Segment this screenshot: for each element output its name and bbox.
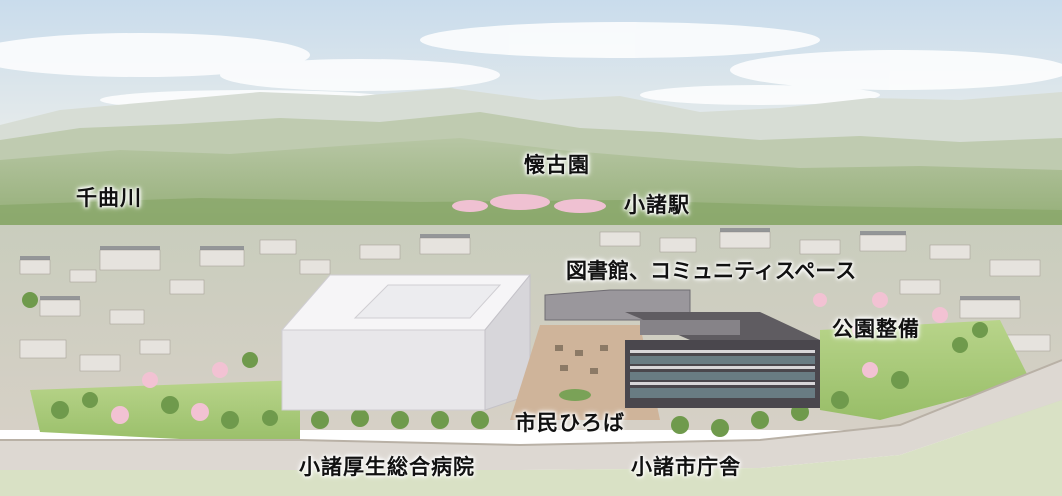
cherry-trees [111, 292, 948, 424]
label-city-hall: 小諸市庁舎 [631, 455, 741, 479]
city-hall-building [625, 312, 820, 408]
lawn-left [30, 380, 300, 445]
civic-plaza [510, 325, 660, 420]
plaza-details [555, 345, 608, 374]
label-park: 公園整備 [832, 317, 920, 341]
label-library: 図書館、コミュニティスペース [566, 259, 857, 283]
trees [22, 292, 988, 437]
plaza-lawn [559, 389, 591, 401]
label-hospital: 小諸厚生総合病院 [299, 455, 475, 479]
lower-fields [0, 400, 1062, 496]
road-curb [0, 359, 1062, 447]
label-plaza: 市民ひろば [515, 411, 625, 435]
house-roofs [20, 228, 1020, 300]
front-road [0, 360, 1062, 470]
cherry-blossoms-kaikoen [452, 194, 606, 213]
label-komoro-station: 小諸駅 [624, 193, 690, 217]
hospital-building [280, 273, 532, 411]
park-right [820, 320, 1030, 420]
label-chikuma-river: 千曲川 [76, 186, 142, 210]
label-kaikoen: 懐古園 [524, 153, 590, 177]
